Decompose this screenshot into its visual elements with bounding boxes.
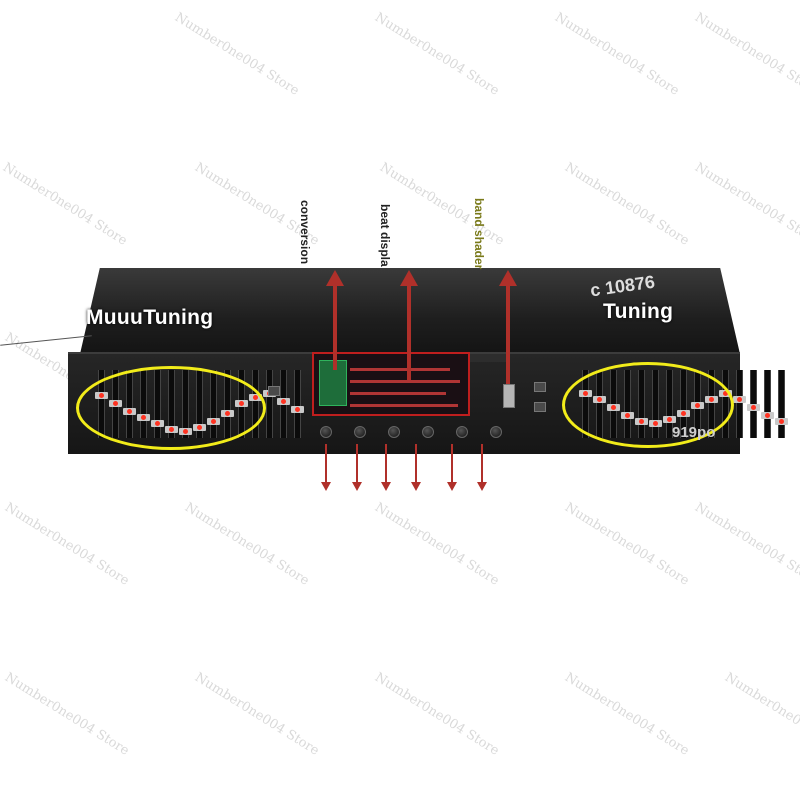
watermark-text: Number0ne004 Store bbox=[692, 10, 800, 99]
front-knob bbox=[354, 426, 366, 438]
lcd-display bbox=[312, 352, 470, 416]
left-highlight-ring bbox=[76, 366, 266, 450]
front-knob bbox=[422, 426, 434, 438]
usb-port bbox=[503, 384, 515, 408]
right-highlight-ring bbox=[562, 362, 734, 448]
eq-slider bbox=[291, 370, 304, 438]
watermark-text: Number0ne004 Store bbox=[0, 160, 130, 249]
watermark-text: Number0ne004 Store bbox=[192, 670, 322, 759]
beat-display-label: beat displa bbox=[378, 204, 392, 267]
watermark-text: Number0ne004 Store bbox=[172, 10, 302, 99]
right-tuning-label: Tuning bbox=[603, 300, 674, 323]
up-arrow-icon bbox=[326, 270, 344, 286]
eq-slider bbox=[733, 370, 746, 438]
watermark-text: Number0ne004 Store bbox=[692, 500, 800, 589]
front-knob-row bbox=[320, 426, 502, 438]
watermark-text: Number0ne004 Store bbox=[562, 160, 692, 249]
down-arrow-icon bbox=[352, 482, 362, 491]
up-arrow-shaft bbox=[407, 284, 411, 380]
watermark-text: Number0ne004 Store bbox=[182, 500, 312, 589]
down-arrow-shaft bbox=[356, 444, 358, 484]
watermark-text: Number0ne004 Store bbox=[372, 670, 502, 759]
front-knob bbox=[456, 426, 468, 438]
eq-slider bbox=[747, 370, 760, 438]
eq-slider-knob bbox=[761, 412, 774, 419]
eq-slider-knob bbox=[291, 406, 304, 413]
lcd-line bbox=[350, 404, 458, 407]
left-tuning-label: MuuuTuning bbox=[86, 306, 213, 330]
conversion-label: conversion bbox=[298, 200, 312, 265]
left-tuning-prefix: Muuu bbox=[86, 306, 144, 329]
down-arrow-icon bbox=[447, 482, 457, 491]
eq-slider bbox=[277, 370, 290, 438]
down-arrow-shaft bbox=[481, 444, 483, 484]
watermark-text: Number0ne004 Store bbox=[377, 160, 507, 249]
eq-slider-knob bbox=[733, 396, 746, 403]
down-arrow-icon bbox=[411, 482, 421, 491]
down-arrow-shaft bbox=[385, 444, 387, 484]
front-knob bbox=[388, 426, 400, 438]
cut-off-text-bottom: 919po bbox=[672, 424, 716, 441]
signal-cable bbox=[0, 335, 92, 346]
up-arrow-shaft bbox=[333, 284, 337, 370]
front-knob bbox=[490, 426, 502, 438]
panel-button bbox=[534, 402, 546, 412]
watermark-text: Number0ne004 Store bbox=[372, 500, 502, 589]
panel-button bbox=[534, 382, 546, 392]
eq-slider bbox=[263, 370, 276, 438]
down-arrow-icon bbox=[381, 482, 391, 491]
front-knob bbox=[320, 426, 332, 438]
lcd-line bbox=[350, 380, 460, 383]
lcd-line bbox=[350, 392, 446, 395]
watermark-text: Number0ne004 Store bbox=[722, 670, 800, 759]
eq-slider bbox=[775, 370, 788, 438]
panel-button bbox=[268, 386, 280, 396]
up-arrow-icon bbox=[400, 270, 418, 286]
watermark-text: Number0ne004 Store bbox=[692, 160, 800, 249]
left-tuning-word: Tuning bbox=[143, 306, 214, 329]
down-arrow-icon bbox=[477, 482, 487, 491]
watermark-text: Number0ne004 Store bbox=[552, 10, 682, 99]
eq-slider-knob bbox=[277, 398, 290, 405]
up-arrow-shaft bbox=[506, 284, 510, 384]
eq-slider bbox=[761, 370, 774, 438]
down-arrow-icon bbox=[321, 482, 331, 491]
down-arrow-shaft bbox=[415, 444, 417, 484]
watermark-text: Number0ne004 Store bbox=[372, 10, 502, 99]
watermark-text: Number0ne004 Store bbox=[562, 670, 692, 759]
watermark-text: Number0ne004 Store bbox=[562, 500, 692, 589]
up-arrow-icon bbox=[499, 270, 517, 286]
eq-slider-knob bbox=[775, 418, 788, 425]
lcd-line bbox=[350, 368, 450, 371]
eq-slider-knob bbox=[747, 404, 760, 411]
down-arrow-shaft bbox=[451, 444, 453, 484]
watermark-text: Number0ne004 Store bbox=[2, 500, 132, 589]
down-arrow-shaft bbox=[325, 444, 327, 484]
band-shader-label: band shader bbox=[472, 198, 486, 270]
watermark-text: Number0ne004 Store bbox=[2, 670, 132, 759]
